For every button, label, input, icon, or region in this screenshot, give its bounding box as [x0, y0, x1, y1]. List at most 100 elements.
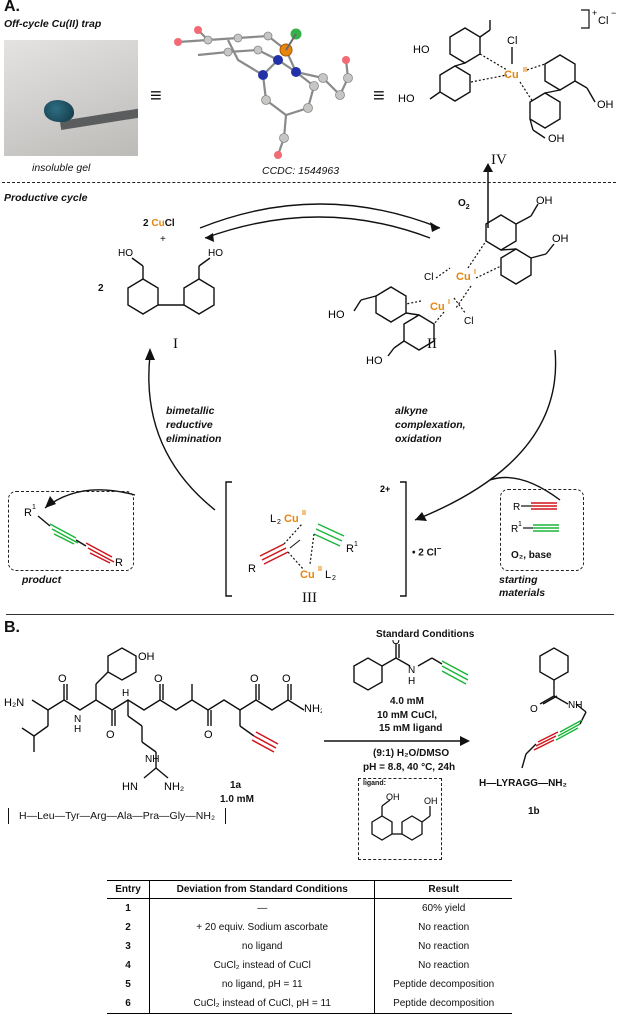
ii-cl-top: Cl	[424, 272, 433, 283]
pep-nh2-arg: NH₂	[164, 781, 184, 793]
pep-nh2: H	[122, 688, 129, 699]
iii-l2-top-sub: 2	[277, 519, 281, 526]
iv-cu-sup: II	[523, 67, 527, 74]
entry-cell: 2	[107, 918, 151, 937]
ligand-oh-top: OH	[386, 792, 400, 802]
product-diyne: R 1 R	[24, 504, 123, 568]
entry-cell: 1	[107, 898, 151, 918]
ligand-structure: OH OH	[371, 792, 438, 841]
equiv-symbol-1: ≡	[150, 85, 162, 107]
blue-gel	[44, 100, 74, 122]
crystal-structure	[174, 26, 353, 159]
gel-caption: insoluble gel	[32, 162, 91, 174]
panel-a-label: A.	[4, 0, 20, 15]
iii-r1-sup: 1	[354, 541, 358, 548]
ii-oh-top: OH	[536, 196, 553, 207]
pep-oh: OH	[138, 651, 155, 663]
ligand-box	[358, 778, 442, 860]
iv-counterion-sup: −	[611, 8, 616, 18]
label-iv: IV	[491, 152, 507, 168]
product-r: R	[115, 557, 123, 568]
peptide-1a-label: 1a	[230, 780, 242, 791]
entry-cell: 4	[107, 956, 151, 975]
entry-cell: 3	[107, 937, 151, 956]
sm-conditions: O₂, base	[511, 550, 552, 561]
results-table: Entry Deviation from Standard Conditions…	[107, 880, 512, 1014]
pep-h2n: H₂N	[4, 697, 24, 709]
gel-photo	[4, 40, 138, 156]
bipyridine-ligand-i: HO HO	[118, 248, 223, 315]
o2-label: O2	[458, 198, 470, 211]
iii-l2-top: L	[270, 513, 276, 525]
panel-separator	[6, 614, 614, 615]
starting-alkynes: R R 1	[511, 502, 559, 535]
ligand-i-ho-left: HO	[118, 248, 133, 259]
label-ii: II	[427, 336, 437, 352]
conditions-line-2: 15 mM ligand	[379, 723, 443, 734]
ligand-coef: 2	[98, 283, 104, 294]
ii-oh-right: OH	[552, 233, 569, 245]
result-cell: No reaction	[418, 922, 470, 933]
label-iii: III	[302, 590, 317, 606]
col-entry: Entry	[107, 880, 151, 899]
conditions-line-1: 10 mM CuCl,	[377, 710, 438, 721]
sm-r1: R	[511, 524, 518, 535]
offcycle-title: Off-cycle Cu(II) trap	[4, 18, 102, 30]
iii-cu-bottom: Cu	[300, 569, 315, 581]
complex-ii: Cl Cu I Cu I Cl OH OH HO HO	[328, 196, 569, 366]
ligand-oh-right: OH	[424, 796, 438, 806]
product-r1: R	[24, 507, 32, 519]
iii-charge: 2+	[380, 484, 390, 494]
pep-o3: O	[154, 673, 163, 685]
result-cell: 60% yield	[421, 903, 466, 914]
iv-oh-bottom: OH	[548, 133, 565, 145]
result-cell: Peptide decomposition	[393, 979, 495, 990]
offcycle-divider	[2, 182, 616, 183]
deviation-cell: no ligand	[149, 937, 376, 956]
benzamide-h: H	[408, 676, 415, 687]
deviation-cell: + 20 equiv. Sodium ascorbate	[149, 918, 376, 937]
propargyl-benzamide: O N H	[353, 640, 469, 691]
benzamide-o: O	[392, 640, 400, 647]
iii-counterions: • 2 Cl−	[412, 544, 442, 559]
complex-iv: HO HO OH OH Cl Cu II + Cl −	[398, 8, 616, 145]
ii-cu-lower-sup: I	[448, 299, 450, 306]
ii-ho-bottom: HO	[366, 355, 383, 366]
alkyne-conc: 4.0 mM	[390, 696, 424, 707]
o2-arrow	[483, 163, 493, 228]
iii-cu-bottom-sup: II	[318, 566, 322, 573]
ccdc-label: CCDC: 1544963	[262, 165, 340, 177]
iv-ho-bottom: HO	[398, 93, 415, 105]
pep-nh2-term: NH₂	[304, 703, 322, 715]
pep-nh1: N	[74, 714, 81, 725]
product-1b: O NH	[521, 647, 587, 769]
iii-cu-top: Cu	[284, 513, 299, 525]
pep-o6: O	[282, 673, 291, 685]
col-deviation: Deviation from Standard Conditions	[149, 880, 376, 899]
ii-cu-upper-sup: I	[474, 269, 476, 276]
result-cell: No reaction	[418, 941, 470, 952]
result-cell: Peptide decomposition	[374, 994, 512, 1014]
reaction-arrow	[324, 736, 470, 746]
deviation-cell: CuCl₂ instead of CuCl	[149, 956, 376, 975]
product-box	[8, 491, 134, 571]
pep-hn: HN	[122, 781, 138, 793]
pep-o5: O	[250, 673, 259, 685]
cucl-reagent: 2 CuCl	[143, 218, 175, 229]
entry-cell: 5	[107, 975, 151, 994]
pep-o1: O	[58, 673, 67, 685]
pep-o2: O	[106, 729, 115, 741]
iv-cu: Cu	[504, 69, 519, 81]
standard-conditions-title: Standard Conditions	[376, 629, 475, 640]
iii-r: R	[248, 563, 256, 575]
table-row: 1—60% yield	[107, 898, 512, 918]
1b-nh: NH	[568, 700, 582, 711]
product-1b-label: 1b	[528, 806, 540, 817]
sm-r: R	[513, 502, 520, 513]
col-result: Result	[374, 880, 512, 899]
